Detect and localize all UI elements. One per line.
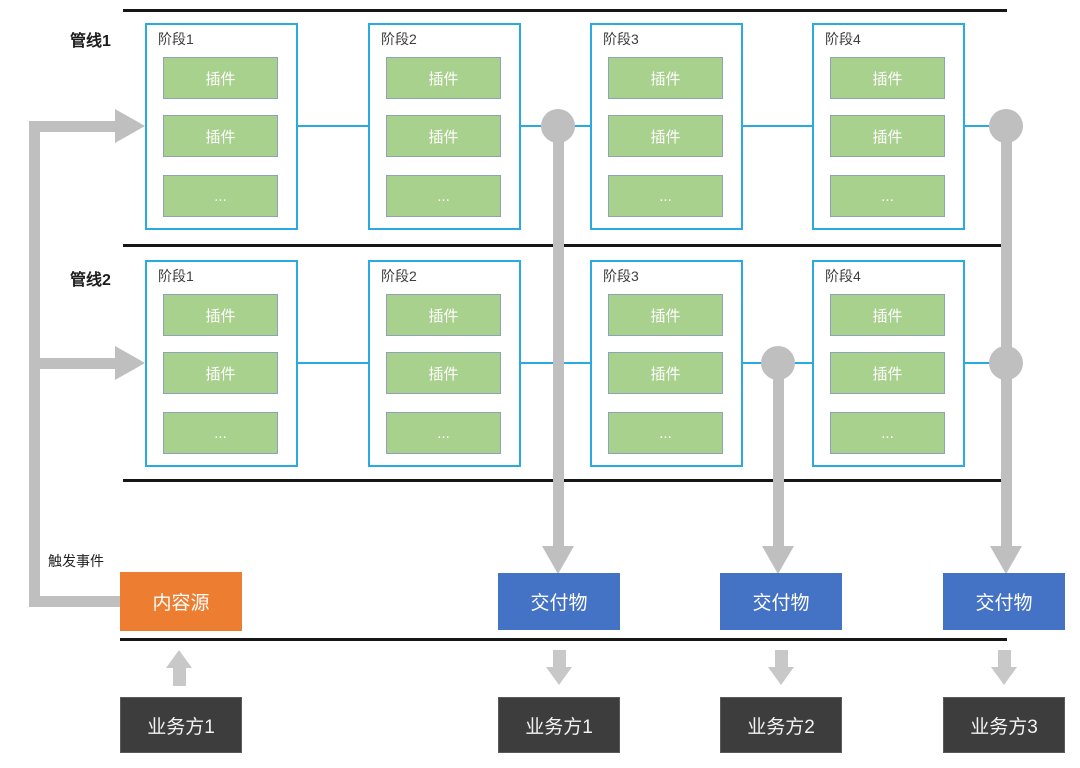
plugin-box: 插件	[163, 115, 278, 157]
plugin-more-box: ...	[386, 412, 501, 454]
plugin-box: 插件	[608, 352, 723, 394]
consumer-box-3: 业务方2	[720, 697, 842, 753]
deliverable-drop-line-1	[553, 126, 564, 546]
junction-circle-icon	[989, 109, 1023, 143]
stage-label: 阶段2	[381, 268, 417, 284]
stage-connector-line	[743, 125, 812, 127]
plugin-box: 插件	[830, 294, 945, 336]
plugin-box: 插件	[608, 115, 723, 157]
stage-label: 阶段1	[158, 268, 194, 284]
junction-circle-icon	[541, 109, 575, 143]
up-arrowhead-icon	[166, 650, 192, 668]
deliverable-arrowhead-icon	[762, 546, 794, 574]
stage-label: 阶段4	[825, 268, 861, 284]
stage-label: 阶段1	[158, 31, 194, 47]
stage-connector-line	[965, 362, 1007, 364]
plugin-more-box: ...	[830, 175, 945, 217]
plugin-more-box: ...	[608, 175, 723, 217]
trigger-path-to-source	[29, 596, 120, 607]
plugin-box: 插件	[163, 352, 278, 394]
plugin-box: 插件	[386, 294, 501, 336]
down-arrowhead-icon	[546, 667, 572, 685]
plugin-box: 插件	[830, 57, 945, 99]
plugin-box: 插件	[163, 57, 278, 99]
rule-line-top	[123, 9, 1007, 12]
plugin-more-box: ...	[830, 412, 945, 454]
deliverable-box-1: 交付物	[498, 573, 620, 630]
rule-line-pipeline2-bottom	[123, 479, 1007, 482]
plugin-more-box: ...	[163, 175, 278, 217]
stage-label: 阶段3	[603, 31, 639, 47]
consumer-box-2: 业务方1	[498, 697, 620, 753]
rule-line-deliverable-row	[120, 638, 1007, 641]
trigger-arrowhead-icon	[115, 109, 145, 143]
stage-connector-line	[298, 362, 368, 364]
plugin-box: 插件	[830, 352, 945, 394]
plugin-box: 插件	[386, 352, 501, 394]
plugin-box: 插件	[386, 57, 501, 99]
deliverable-arrowhead-icon	[990, 546, 1022, 574]
stage-label: 阶段3	[603, 268, 639, 284]
deliverable-box-2: 交付物	[720, 573, 842, 630]
plugin-more-box: ...	[386, 175, 501, 217]
stage-connector-line	[965, 125, 1007, 127]
plugin-box: 插件	[830, 115, 945, 157]
trigger-branch-pipeline1	[29, 121, 115, 132]
junction-circle-icon	[989, 346, 1023, 380]
deliverable-box-3: 交付物	[943, 573, 1065, 630]
plugin-more-box: ...	[163, 412, 278, 454]
plugin-box: 插件	[163, 294, 278, 336]
rule-line-pipeline-divider	[123, 244, 1007, 247]
down-arrow-shaft	[553, 650, 566, 668]
plugin-box: 插件	[608, 294, 723, 336]
down-arrow-shaft	[775, 650, 788, 668]
pipeline-label-2: 管线2	[70, 272, 111, 289]
stage-connector-line	[298, 125, 368, 127]
plugin-box: 插件	[608, 57, 723, 99]
pipeline-label-1: 管线1	[70, 33, 111, 50]
down-arrowhead-icon	[991, 667, 1017, 685]
plugin-box: 插件	[386, 115, 501, 157]
deliverable-drop-line-3	[1001, 126, 1012, 546]
plugin-more-box: ...	[608, 412, 723, 454]
up-arrow-shaft	[173, 667, 186, 686]
deliverable-arrowhead-icon	[542, 546, 574, 574]
down-arrowhead-icon	[768, 667, 794, 685]
trigger-event-label: 触发事件	[48, 553, 104, 569]
junction-circle-icon	[761, 346, 795, 380]
consumer-box-1: 业务方1	[120, 697, 242, 753]
content-source-box: 内容源	[120, 572, 242, 631]
consumer-box-4: 业务方3	[943, 697, 1065, 753]
trigger-branch-pipeline2	[29, 358, 115, 369]
stage-label: 阶段2	[381, 31, 417, 47]
stage-label: 阶段4	[825, 31, 861, 47]
down-arrow-shaft	[998, 650, 1011, 668]
trigger-arrowhead-icon	[115, 346, 145, 380]
deliverable-drop-line-2	[773, 363, 784, 546]
